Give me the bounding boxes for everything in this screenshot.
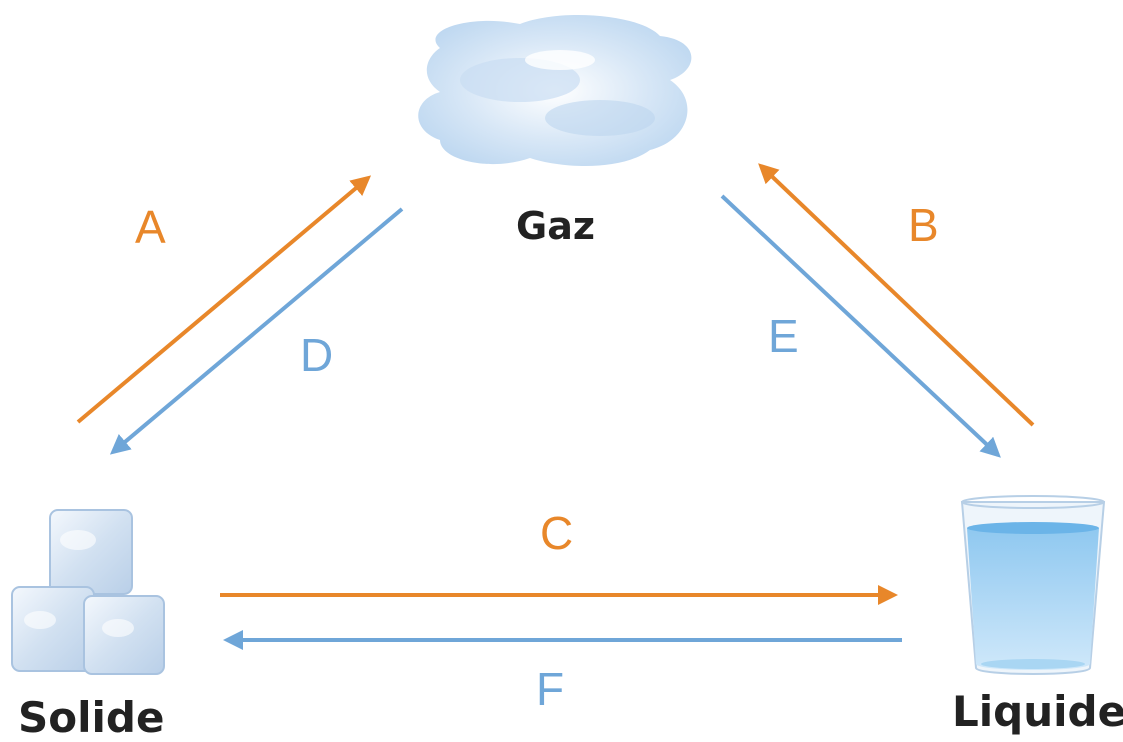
- glass-of-water-icon: [960, 495, 1106, 675]
- cloud-icon: [418, 14, 692, 167]
- transition-label-c: C: [540, 507, 574, 559]
- state-label-liquid: Liquide: [952, 687, 1123, 736]
- state-label-gas: Gaz: [516, 204, 595, 248]
- arrow-e: [720, 194, 1001, 458]
- transition-label-a: A: [135, 201, 166, 253]
- ice-cubes-icon: [11, 509, 165, 675]
- arrow-b: [758, 163, 1035, 427]
- transition-label-f: F: [536, 663, 565, 715]
- arrow-d: [109, 207, 404, 455]
- state-label-solid: Solide: [18, 693, 165, 742]
- arrow-a: [76, 175, 372, 424]
- transition-label-e: E: [768, 310, 799, 362]
- transition-label-b: B: [908, 199, 939, 251]
- transition-label-d: D: [300, 329, 334, 381]
